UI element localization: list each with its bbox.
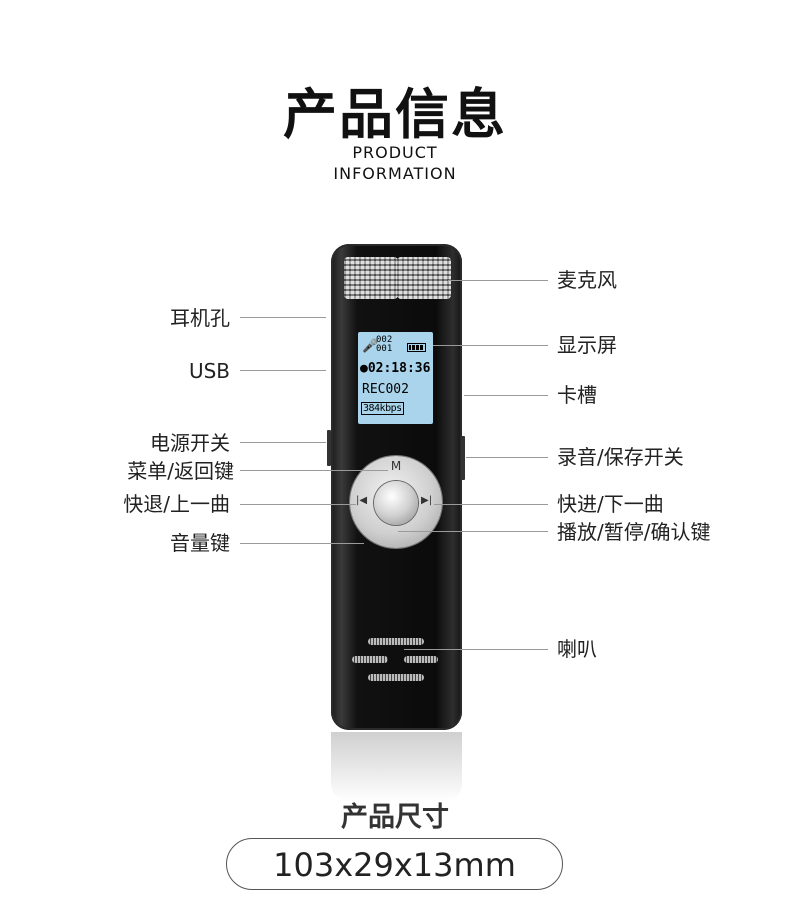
speaker-grille-3 (404, 656, 438, 663)
label-play-pause: 播放/暂停/确认键 (557, 520, 711, 544)
record-save-switch (461, 436, 465, 480)
screen-file: REC002 (362, 382, 409, 397)
screen-time: ●02:18:36 (360, 361, 431, 376)
label-mic: 麦克风 (557, 268, 617, 292)
screen-num-top: 002 (376, 335, 393, 345)
line-record-save (466, 457, 548, 458)
mic-icon: 🎤 (362, 339, 379, 354)
label-forward: 快进/下一曲 (557, 492, 664, 516)
line-usb (240, 370, 326, 371)
size-dimensions: 103x29x13mm (226, 838, 563, 890)
label-rewind: 快退/上一曲 (123, 492, 230, 516)
line-speaker (404, 649, 548, 650)
line-display (433, 345, 548, 346)
rewind-icon: |◀ (356, 495, 368, 506)
microphone-right (397, 257, 451, 299)
size-title: 产品尺寸 (341, 802, 449, 833)
label-usb: USB (188, 359, 230, 383)
line-play-pause (398, 531, 548, 532)
label-speaker: 喇叭 (557, 637, 597, 661)
forward-icon: ▶| (421, 495, 433, 506)
speaker-grille-2 (352, 656, 388, 663)
label-display: 显示屏 (557, 333, 617, 357)
speaker-grille-1 (368, 638, 424, 645)
label-earphone: 耳机孔 (170, 306, 230, 330)
label-menu-back: 菜单/返回键 (127, 459, 234, 483)
line-mic (448, 280, 548, 281)
line-card-slot (464, 395, 548, 396)
play-pause-button (374, 481, 418, 525)
microphone-left (344, 257, 398, 299)
screen-bitrate: 384kbps (361, 402, 404, 415)
device-reflection (331, 732, 462, 802)
line-earphone (240, 317, 326, 318)
line-volume (240, 543, 364, 544)
page-title: 产品信息 (283, 83, 507, 146)
label-card-slot: 卡槽 (557, 383, 597, 407)
subtitle-line2: INFORMATION (333, 164, 457, 183)
line-power (240, 442, 326, 443)
label-record-save: 录音/保存开关 (557, 445, 684, 469)
speaker-grille-4 (368, 674, 424, 681)
line-menu-back (240, 470, 388, 471)
screen-num-bottom: 001 (376, 344, 393, 354)
line-forward (434, 504, 548, 505)
label-volume: 音量键 (170, 531, 230, 555)
line-rewind (240, 504, 356, 505)
label-power: 电源开关 (150, 431, 230, 455)
battery-icon (407, 343, 426, 352)
power-switch (327, 430, 331, 466)
menu-key-label: M (390, 459, 402, 473)
subtitle-line1: PRODUCT (352, 143, 438, 162)
